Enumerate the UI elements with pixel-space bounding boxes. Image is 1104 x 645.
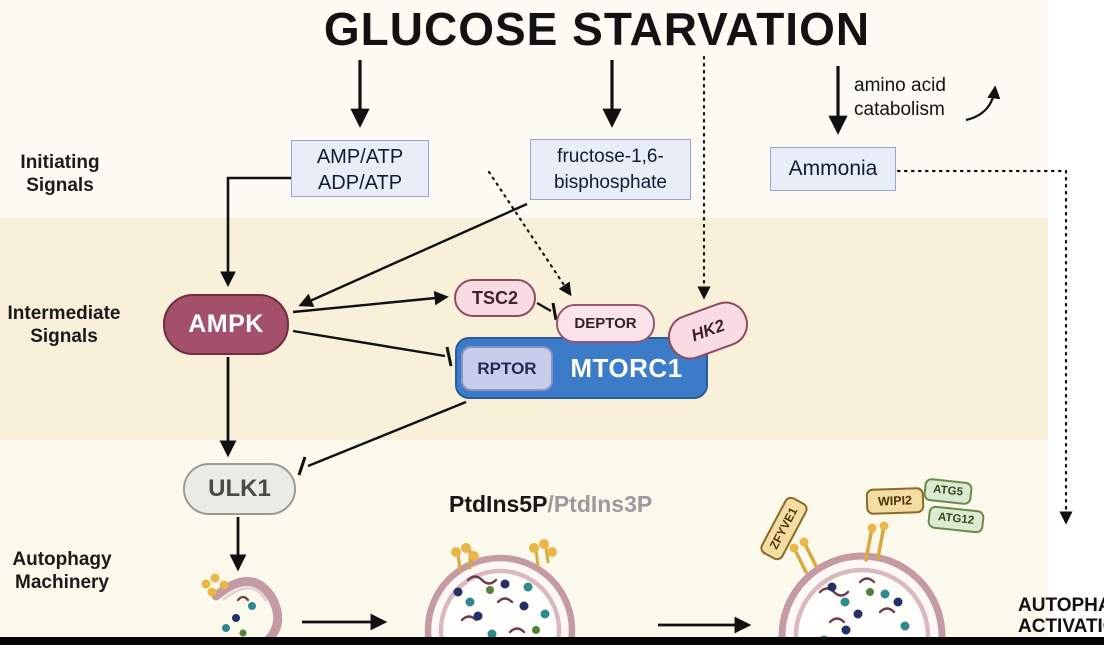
ptdins3p-label: PtdIns3P [553, 491, 653, 517]
amp-atp-line2: ADP/ATP [317, 172, 403, 194]
phagophore-membrane [211, 577, 283, 645]
section-label-intermediate-signals: Intermediate Signals [0, 302, 134, 348]
autophagy-activation-line1: AUTOPHAGY [1018, 595, 1104, 616]
inhibition-ampk-rptor-line [292, 329, 446, 358]
autophagy-activation-label: AUTOPHAGY ACTIVATION [1018, 595, 1104, 637]
inhibition-ampk-rptor-bar [445, 346, 453, 367]
amino-acid-line1: amino acid [854, 75, 946, 96]
amp-atp-line1: AMP/ATP [316, 146, 404, 168]
bottom-black-bar [0, 637, 1104, 645]
autophagy-activation-line2: ACTIVATION [1018, 616, 1104, 637]
dotted-arrow-ammonia-to-autophagy-activation [896, 169, 1073, 525]
signal-box-ammonia: Ammonia [770, 147, 896, 191]
tag-wipi2: WIPI2 [865, 486, 925, 516]
ptdins-label: PtdIns5P/PtdIns3P [449, 491, 652, 518]
autophagosome-forming-illustration [424, 539, 576, 645]
inhibition-mtorc1-ulk1-bar [297, 456, 307, 476]
intermediate-line2: Signals [30, 326, 98, 347]
arrow-fructose-to-ampk [298, 202, 528, 307]
autophagosome-cargo-dots [453, 579, 550, 639]
phagophore-cargo [222, 595, 256, 637]
node-rptor: RPTOR [461, 346, 553, 391]
fructose-line1: fructose-1,6- [557, 146, 664, 167]
initiating-line2: Signals [26, 175, 94, 196]
autophagosome-effectors-illustration [778, 521, 946, 645]
page-title: GLUCOSE STARVATION [323, 3, 871, 55]
autophagy-line1: Autophagy [12, 549, 112, 570]
inhibition-tsc2-mtorc1-line [536, 301, 552, 313]
inhibition-mtorc1-ulk1-line [307, 400, 467, 468]
autophagy-line2: Machinery [15, 572, 109, 593]
phagophore-yellow-proteins [201, 573, 229, 597]
autophagosome2-yellow-receptors [789, 521, 889, 574]
arrow-ampk-to-tsc2 [292, 290, 449, 314]
curved-arrow-amino-acid [965, 85, 1001, 122]
signal-box-amp-atp: AMP/ATP ADP/ATP [291, 140, 429, 197]
inhibition-tsc2-mtorc1-bar [551, 302, 558, 321]
arrow-ampatp-to-ampk [220, 176, 291, 288]
signal-box-fructose-bisphosphate: fructose-1,6- bisphosphate [530, 139, 691, 200]
phagophore-illustration [201, 573, 283, 645]
right-margin [1048, 0, 1104, 637]
initiating-line1: Initiating [20, 152, 100, 173]
node-ampk: AMPK [163, 294, 289, 355]
mtorc1-label: MTORC1 [570, 353, 683, 383]
ptdins5p-label: PtdIns5P [449, 491, 548, 517]
intermediate-line1: Intermediate [7, 303, 121, 324]
ptdins-slash: / [547, 491, 554, 517]
section-label-autophagy-machinery: Autophagy Machinery [4, 548, 120, 594]
phagophore-inner-membrane [222, 586, 268, 602]
amino-acid-catabolism-note: amino acid catabolism [854, 74, 984, 122]
section-label-initiating-signals: Initiating Signals [8, 151, 112, 197]
amino-acid-line2: catabolism [854, 99, 945, 120]
node-deptor: DEPTOR [556, 304, 655, 343]
autophagosome-yellow-receptors [451, 539, 557, 572]
fructose-line2: bisphosphate [553, 172, 668, 193]
node-mtorc1: RPTOR MTORC1 [455, 337, 708, 399]
node-ulk1: ULK1 [183, 463, 296, 515]
node-tsc2: TSC2 [454, 279, 536, 317]
tag-atg5: ATG5 [922, 477, 974, 506]
